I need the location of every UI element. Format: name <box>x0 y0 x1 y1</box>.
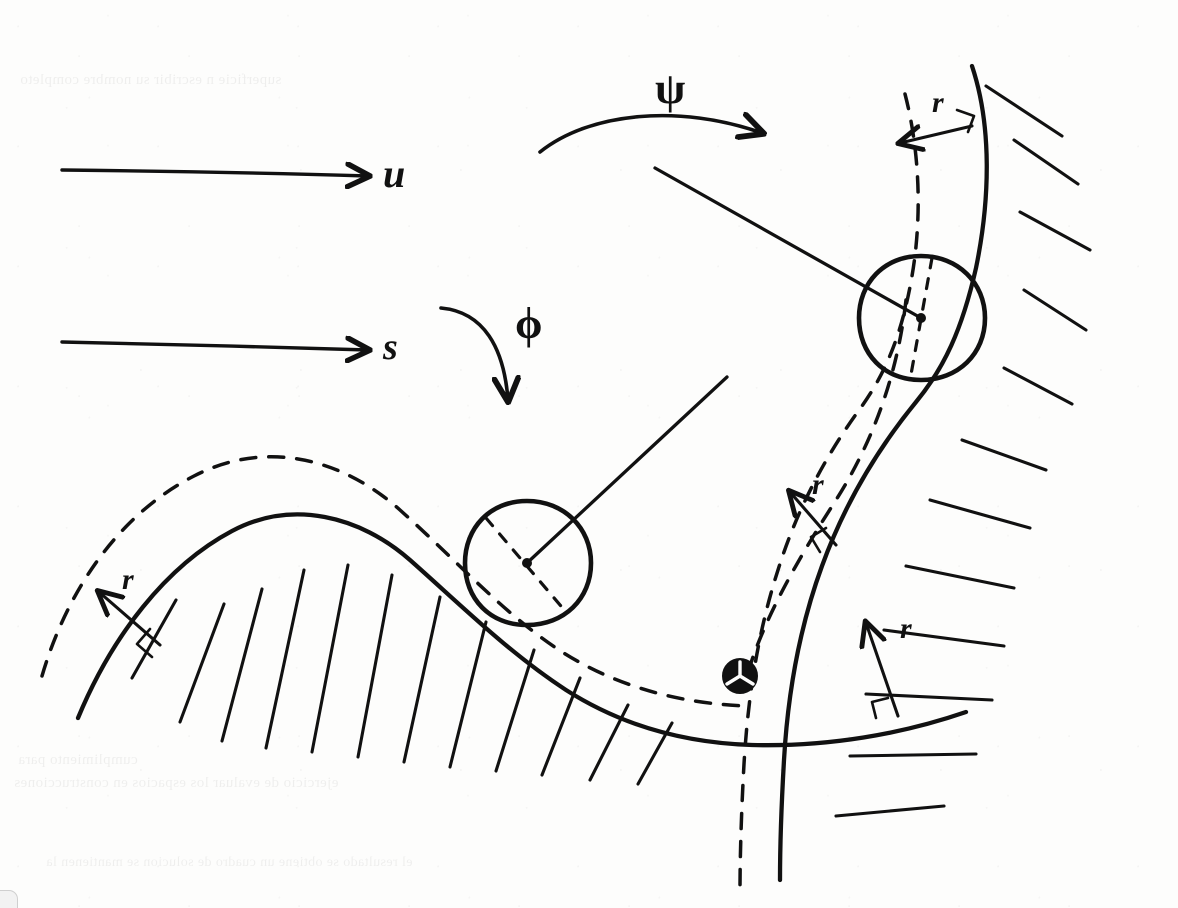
dashed-medial-curve <box>746 298 908 674</box>
label-phi: ϕ <box>515 299 543 348</box>
inflow-arrow-u <box>60 170 368 176</box>
dashed-offset-lower-left <box>40 455 750 708</box>
label-s: s <box>383 326 398 368</box>
r-dimension-left <box>99 592 162 659</box>
label-r-middle-right: r <box>812 468 824 501</box>
circle-dashed-diameters <box>484 256 934 614</box>
label-psi: ψ <box>655 64 686 113</box>
label-r-left: r <box>122 563 134 596</box>
r-dimension-bottom-right <box>866 623 900 720</box>
hatching-upper-right <box>834 84 1092 818</box>
label-r-top-right: r <box>932 86 944 119</box>
dashed-offset-upper-right <box>738 92 920 892</box>
label-u: u <box>383 151 406 196</box>
psi-curved-arrow <box>538 116 762 154</box>
circle-upper <box>653 166 988 383</box>
solid-boundary-lower-left <box>75 512 969 748</box>
leader-line-upper <box>653 166 923 320</box>
hatching-lower-left <box>130 563 674 786</box>
label-r-bottom-right: r <box>900 612 912 645</box>
r-dimension-top-right <box>900 108 976 143</box>
circle-lower-center-dot <box>522 558 532 568</box>
circle-lower <box>462 375 729 628</box>
solid-boundary-upper-right <box>777 63 989 883</box>
phi-curved-arrow <box>439 306 508 400</box>
leader-line-lower <box>525 375 729 565</box>
circle-upper-center-dot <box>916 313 926 323</box>
inflow-arrow-s <box>60 342 368 350</box>
star-node-marker <box>722 658 758 694</box>
